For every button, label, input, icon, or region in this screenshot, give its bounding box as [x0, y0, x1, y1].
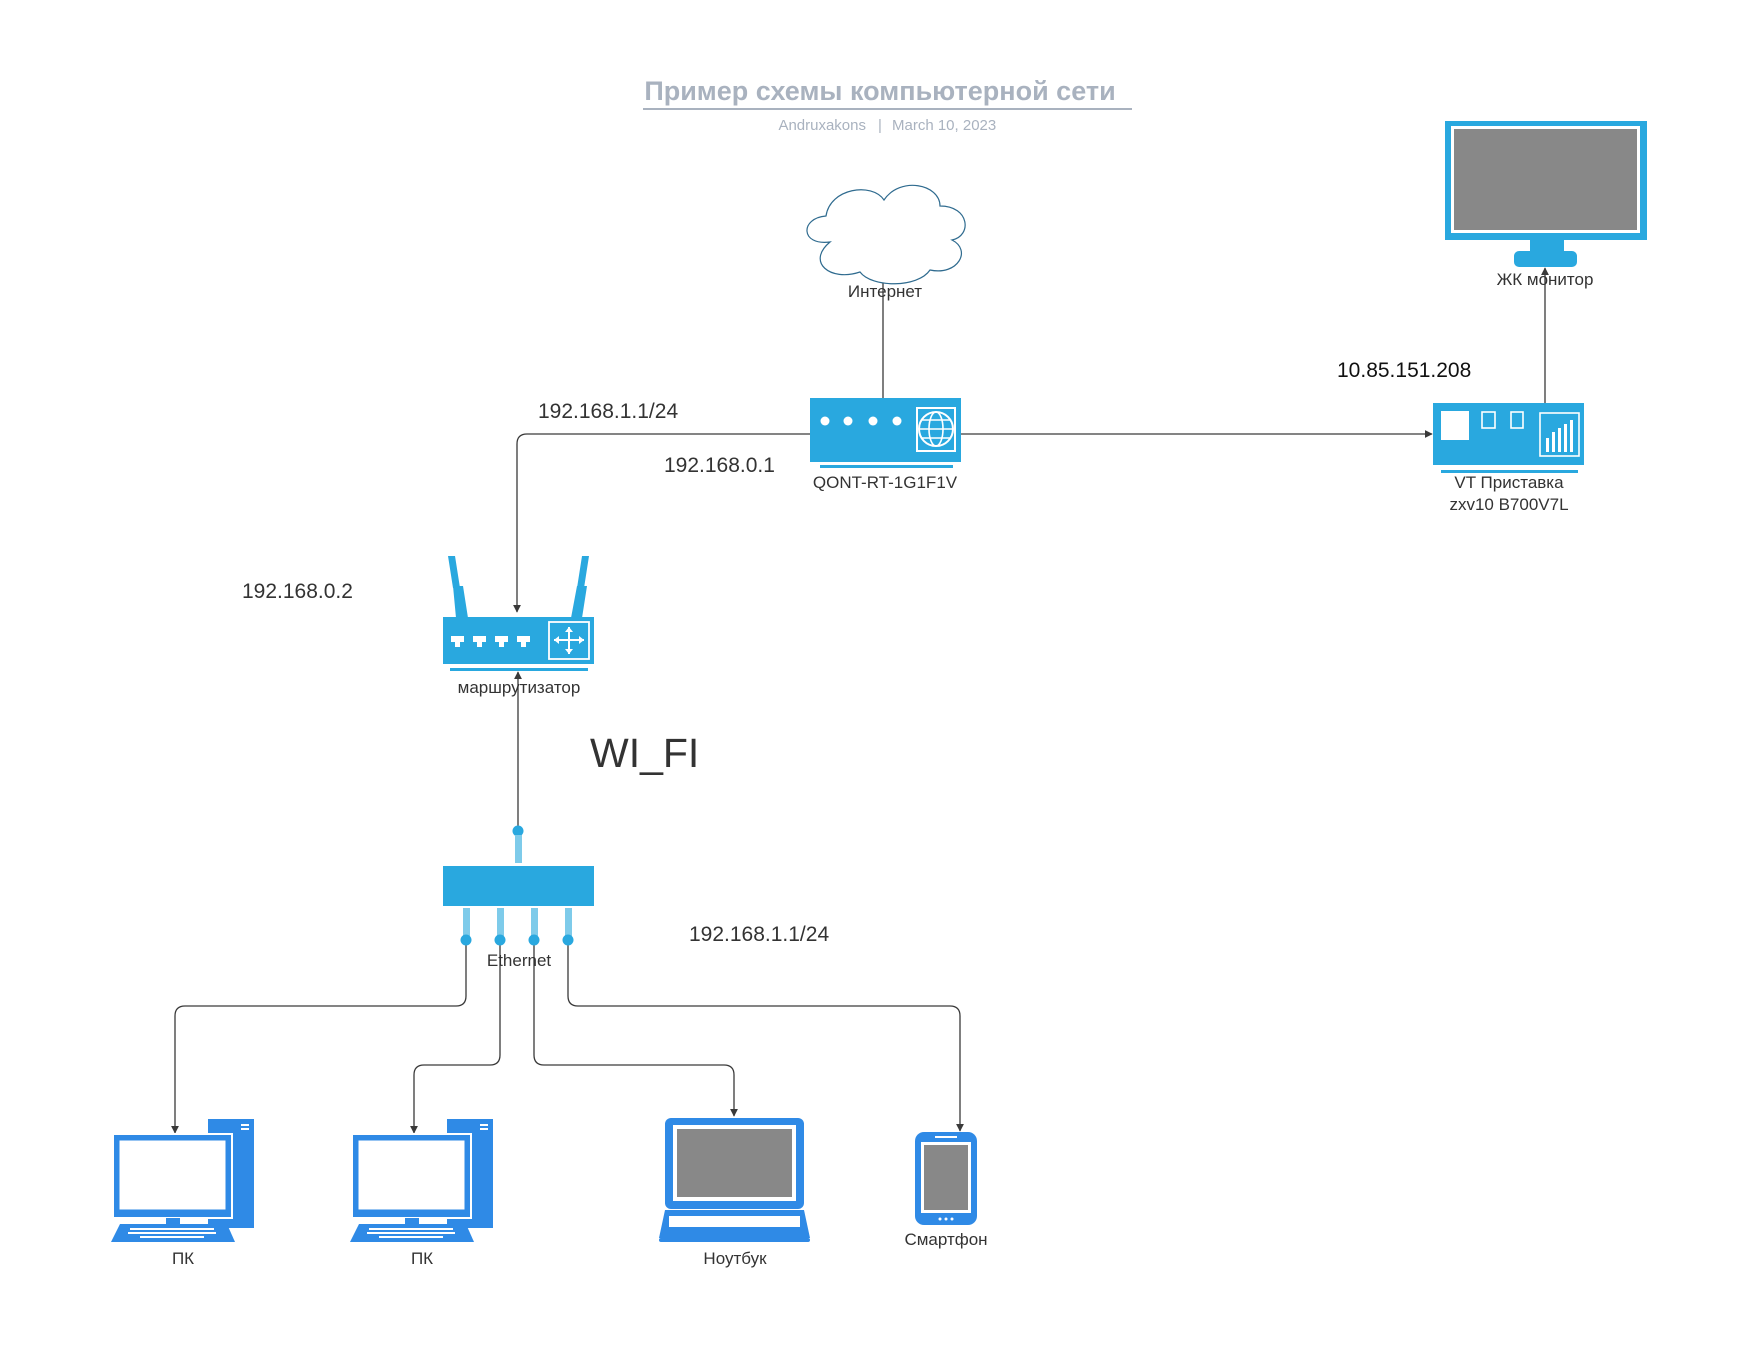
monitor-icon: [1445, 121, 1647, 267]
internet-label: Интернет: [848, 282, 922, 301]
ip-stb-label: 10.85.151.208: [1337, 359, 1471, 382]
switch-label: Ethernet: [487, 951, 552, 970]
connector-switch-laptop[interactable]: [533, 938, 738, 1117]
author-name: Andruxakons: [778, 117, 866, 134]
router-label: маршрутизатор: [458, 678, 581, 697]
stb-label-line2: zxv10 B700V7L: [1449, 495, 1568, 514]
ip-ont-lan-label: 192.168.0.1: [664, 454, 775, 477]
diagram-header: Пример схемы компьютерной сети Andruxako…: [643, 76, 1132, 134]
cloud-icon: [806, 184, 966, 285]
connector-switch-phone[interactable]: [567, 938, 964, 1132]
connectors: [171, 267, 1549, 1134]
phone-label: Смартфон: [904, 1230, 987, 1249]
switch-node[interactable]: Ethernet: [443, 825, 594, 971]
router-node[interactable]: маршрутизатор: [443, 556, 594, 697]
diagram-title: Пример схемы компьютерной сети: [644, 76, 1115, 106]
laptop-icon: [659, 1118, 810, 1242]
annotations: 192.168.1.1/24 192.168.0.1 192.168.0.2 1…: [242, 359, 1471, 946]
pc1-label: ПК: [172, 1249, 194, 1268]
wifi-label: WI_FI: [590, 730, 699, 776]
monitor-label: ЖК монитор: [1497, 270, 1594, 289]
switch-icon: [443, 825, 594, 946]
meta-separator: |: [878, 117, 882, 134]
publish-date: March 10, 2023: [892, 117, 996, 134]
desktop-pc-icon: [111, 1119, 254, 1242]
connector-ont-router[interactable]: [513, 433, 810, 613]
monitor-node[interactable]: ЖК монитор: [1445, 121, 1647, 289]
laptop-node[interactable]: Ноутбук: [659, 1118, 810, 1268]
phone-node[interactable]: Смартфон: [904, 1132, 988, 1249]
connector-switch-pc2[interactable]: [410, 938, 501, 1134]
set-top-box-icon: [1433, 403, 1584, 473]
wifi-router-icon: [443, 556, 594, 671]
pc2-label: ПК: [411, 1249, 433, 1268]
ip-router-label: 192.168.0.2: [242, 580, 353, 603]
stb-node[interactable]: VT Приставка zxv10 B700V7L: [1433, 403, 1584, 514]
ip-ont-wan-label: 192.168.1.1/24: [538, 400, 678, 423]
pc1-node[interactable]: ПК: [111, 1119, 254, 1268]
desktop-pc-icon: [350, 1119, 493, 1242]
ont-label: QONT-RT-1G1F1V: [813, 473, 958, 492]
pc2-node[interactable]: ПК: [350, 1119, 493, 1268]
modem-icon: [810, 398, 961, 468]
connector-switch-pc1[interactable]: [171, 938, 467, 1134]
laptop-label: Ноутбук: [703, 1249, 767, 1268]
ont-node[interactable]: QONT-RT-1G1F1V: [810, 398, 961, 492]
smartphone-icon: [915, 1132, 977, 1225]
ip-lan-label: 192.168.1.1/24: [689, 923, 829, 946]
stb-label-line1: VT Приставка: [1454, 473, 1564, 492]
internet-node[interactable]: Интернет: [806, 184, 966, 301]
